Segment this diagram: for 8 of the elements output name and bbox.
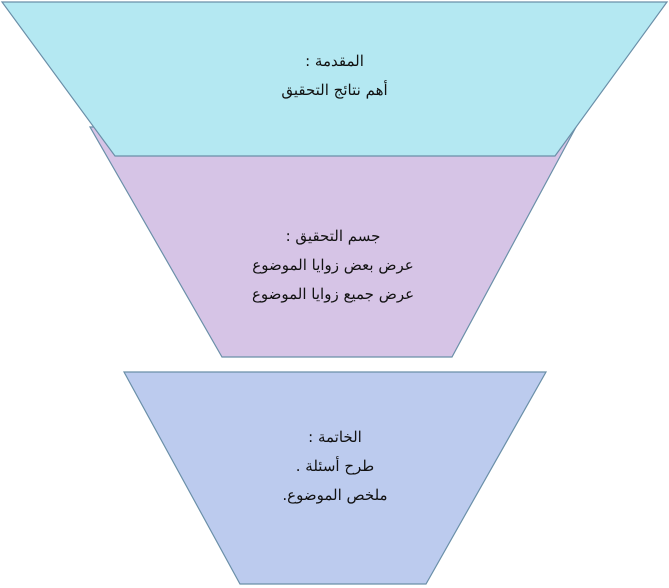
heading-text: المقدمة : [305, 52, 364, 70]
body-text: أهم نتائج التحقيق [281, 81, 388, 99]
heading-text: الخاتمة : [308, 428, 362, 446]
body-text: ملخص الموضوع. [282, 486, 388, 504]
heading-text: جسم التحقيق : [286, 227, 380, 245]
body-text: عرض جميع زوايا الموضوع [252, 285, 414, 303]
body-text: طرح أسئلة . [296, 457, 374, 475]
body-text: عرض بعض زوايا الموضوع [252, 256, 414, 274]
